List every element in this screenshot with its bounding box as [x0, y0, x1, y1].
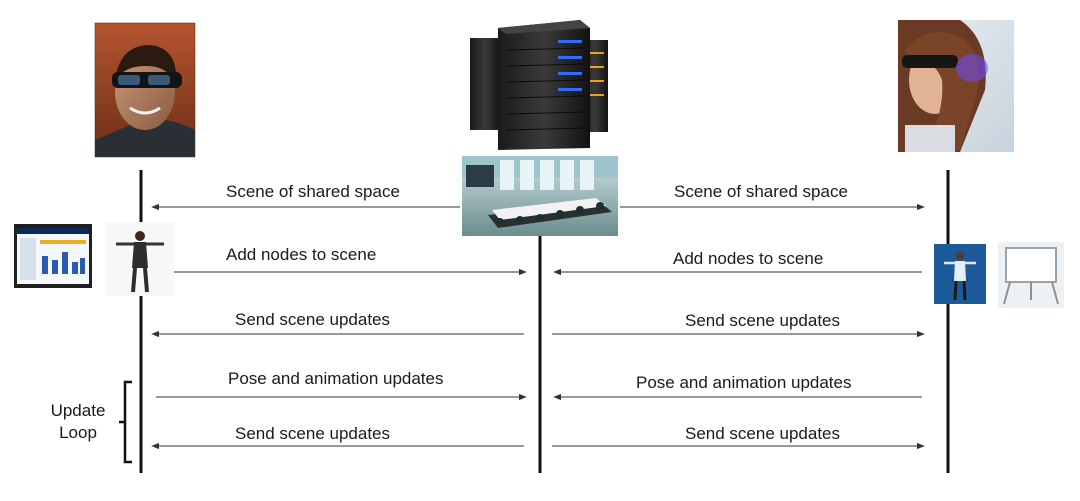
avatar-figure-thumbnail: [934, 244, 986, 304]
avatar-figure-thumbnail: [106, 222, 174, 296]
update-loop-label: Update Loop: [40, 400, 116, 444]
update-loop-bracket: [119, 380, 132, 464]
message-label-right-2: Send scene updates: [685, 311, 841, 330]
message-label-left-4: Send scene updates: [235, 424, 391, 443]
message-label-right-0: Scene of shared space: [674, 182, 848, 201]
update-loop-line1: Update: [50, 401, 106, 420]
message-label-right-3: Pose and animation updates: [636, 373, 852, 392]
message-label-left-1: Add nodes to scene: [226, 245, 377, 264]
message-label-right-4: Send scene updates: [685, 424, 841, 443]
dashboard-chart-thumbnail: [14, 224, 92, 288]
woman-with-ar-glasses-photo: [898, 20, 1014, 152]
message-label-left-3: Pose and animation updates: [228, 369, 444, 388]
man-with-ar-glasses-photo: [94, 22, 196, 158]
message-label-left-0: Scene of shared space: [226, 182, 400, 201]
meeting-room-scene-image: [462, 156, 618, 236]
server-rack-icon: [470, 20, 608, 150]
message-label-left-2: Send scene updates: [235, 310, 391, 329]
message-label-right-1: Add nodes to scene: [673, 249, 824, 268]
whiteboard-thumbnail: [998, 242, 1064, 308]
update-loop-line2: Loop: [59, 423, 97, 442]
